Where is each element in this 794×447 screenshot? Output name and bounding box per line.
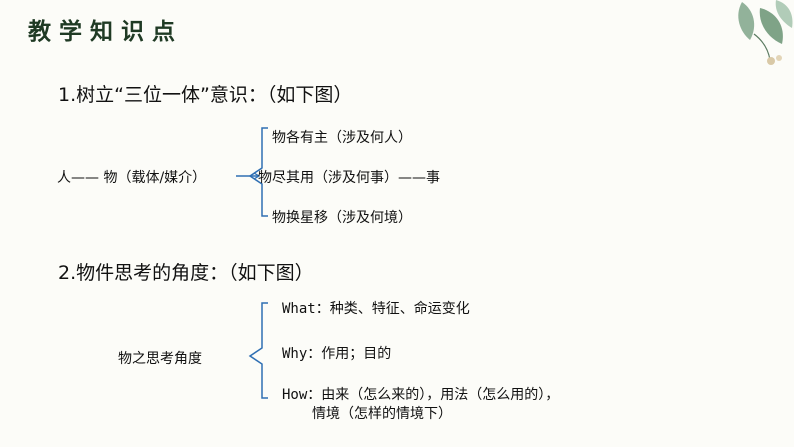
section1-heading: 1.树立“三位一体”意识：（如下图） — [58, 84, 353, 106]
section2-how: How：由来（怎么来的），用法（怎么用的）， — [282, 387, 560, 403]
section1-branch-2: 物尽其用（涉及何事）——事 — [258, 170, 440, 186]
section2-what: What：种类、特征、命运变化 — [282, 301, 470, 317]
section1-root: 人—— 物（载体/媒介） — [57, 170, 207, 186]
section2-root: 物之思考角度 — [118, 351, 202, 367]
section1-branch-1: 物各有主（涉及何人） — [272, 130, 412, 146]
leaf-decoration — [738, 0, 793, 65]
section2-heading: 2.物件思考的角度：（如下图） — [58, 262, 314, 284]
section2-how-continued: 情境（怎样的情境下） — [312, 406, 452, 422]
slide-title: 教学知识点 — [28, 18, 183, 45]
section2-why: Why：作用；目的 — [282, 346, 392, 362]
section1-branch-3: 物换星移（涉及何境） — [272, 210, 412, 226]
